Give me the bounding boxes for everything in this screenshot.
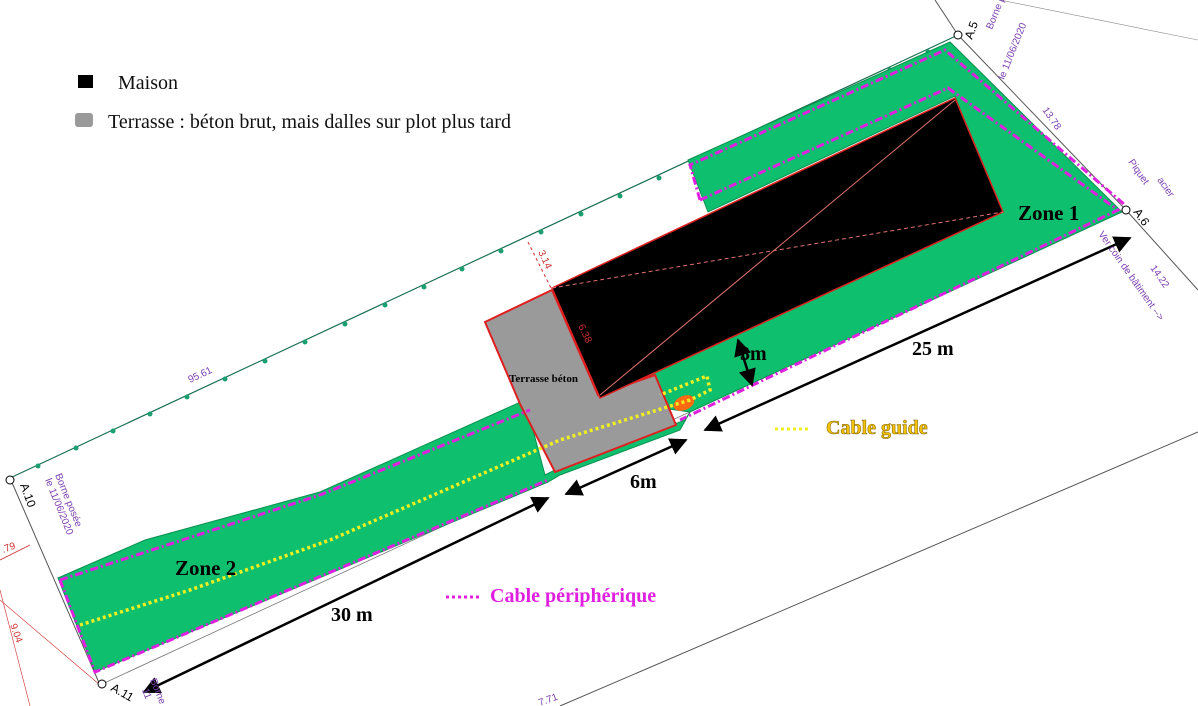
dimension-label-3m: 3m [740, 343, 767, 365]
dimension-arrow-30m [142, 496, 550, 694]
zone1-label: Zone 1 [1018, 201, 1079, 225]
length-13-78: 13.78 [1040, 105, 1064, 132]
borne-a11-note-line2: 11 [139, 687, 153, 701]
survey-point-a10: A.10 [17, 481, 39, 509]
terrasse-inline-label: Terrasse béton [509, 373, 578, 385]
survey-markers [5, 30, 1131, 689]
borne-a5-note-line1: Borne posée [985, 0, 1017, 31]
legend-terrasse-swatch [75, 113, 93, 127]
survey-point-a6: A.6 [1131, 206, 1153, 229]
dimension-label-6m: 6m [630, 471, 657, 493]
length-7-71: 7.71 [537, 692, 559, 706]
borne-a5-note-line2: le 11/06/2020 [997, 21, 1030, 81]
dimension-arrow-3m [734, 338, 756, 387]
length-0-79: .79 [0, 541, 17, 556]
length-14-22: 14.22 [1148, 263, 1172, 290]
survey-point-a5: A.5 [962, 19, 981, 41]
dimension-arrow-25m [703, 236, 1132, 432]
house-diagonal-1 [551, 211, 1004, 289]
piquet-note-line1: Piquet [1126, 157, 1151, 187]
cable-peripherique-label: Cable périphérique [490, 585, 656, 607]
legend-maison-label: Maison [118, 72, 178, 94]
terrasse-area [483, 288, 678, 474]
length-9-04: 9.04 [7, 622, 24, 644]
length-95-61: 95.61 [187, 365, 215, 386]
length-3-14: 3.14 [535, 249, 553, 272]
legend-terrasse-label: Terrasse : béton brut, mais dalles sur p… [108, 111, 511, 133]
dimension-arrow-6m [564, 438, 688, 496]
legend-maison-swatch [78, 75, 93, 88]
dimension-label-30m: 30 m [331, 604, 373, 626]
dimension-label-25m: 25 m [912, 338, 954, 360]
survey-point-a11: A.11 [109, 680, 137, 704]
zone2-label: Zone 2 [175, 556, 236, 580]
house-red-edge [527, 241, 553, 291]
cable-guide-label: Cable guide [826, 417, 928, 439]
piquet-note-line2: acier [1155, 175, 1177, 200]
